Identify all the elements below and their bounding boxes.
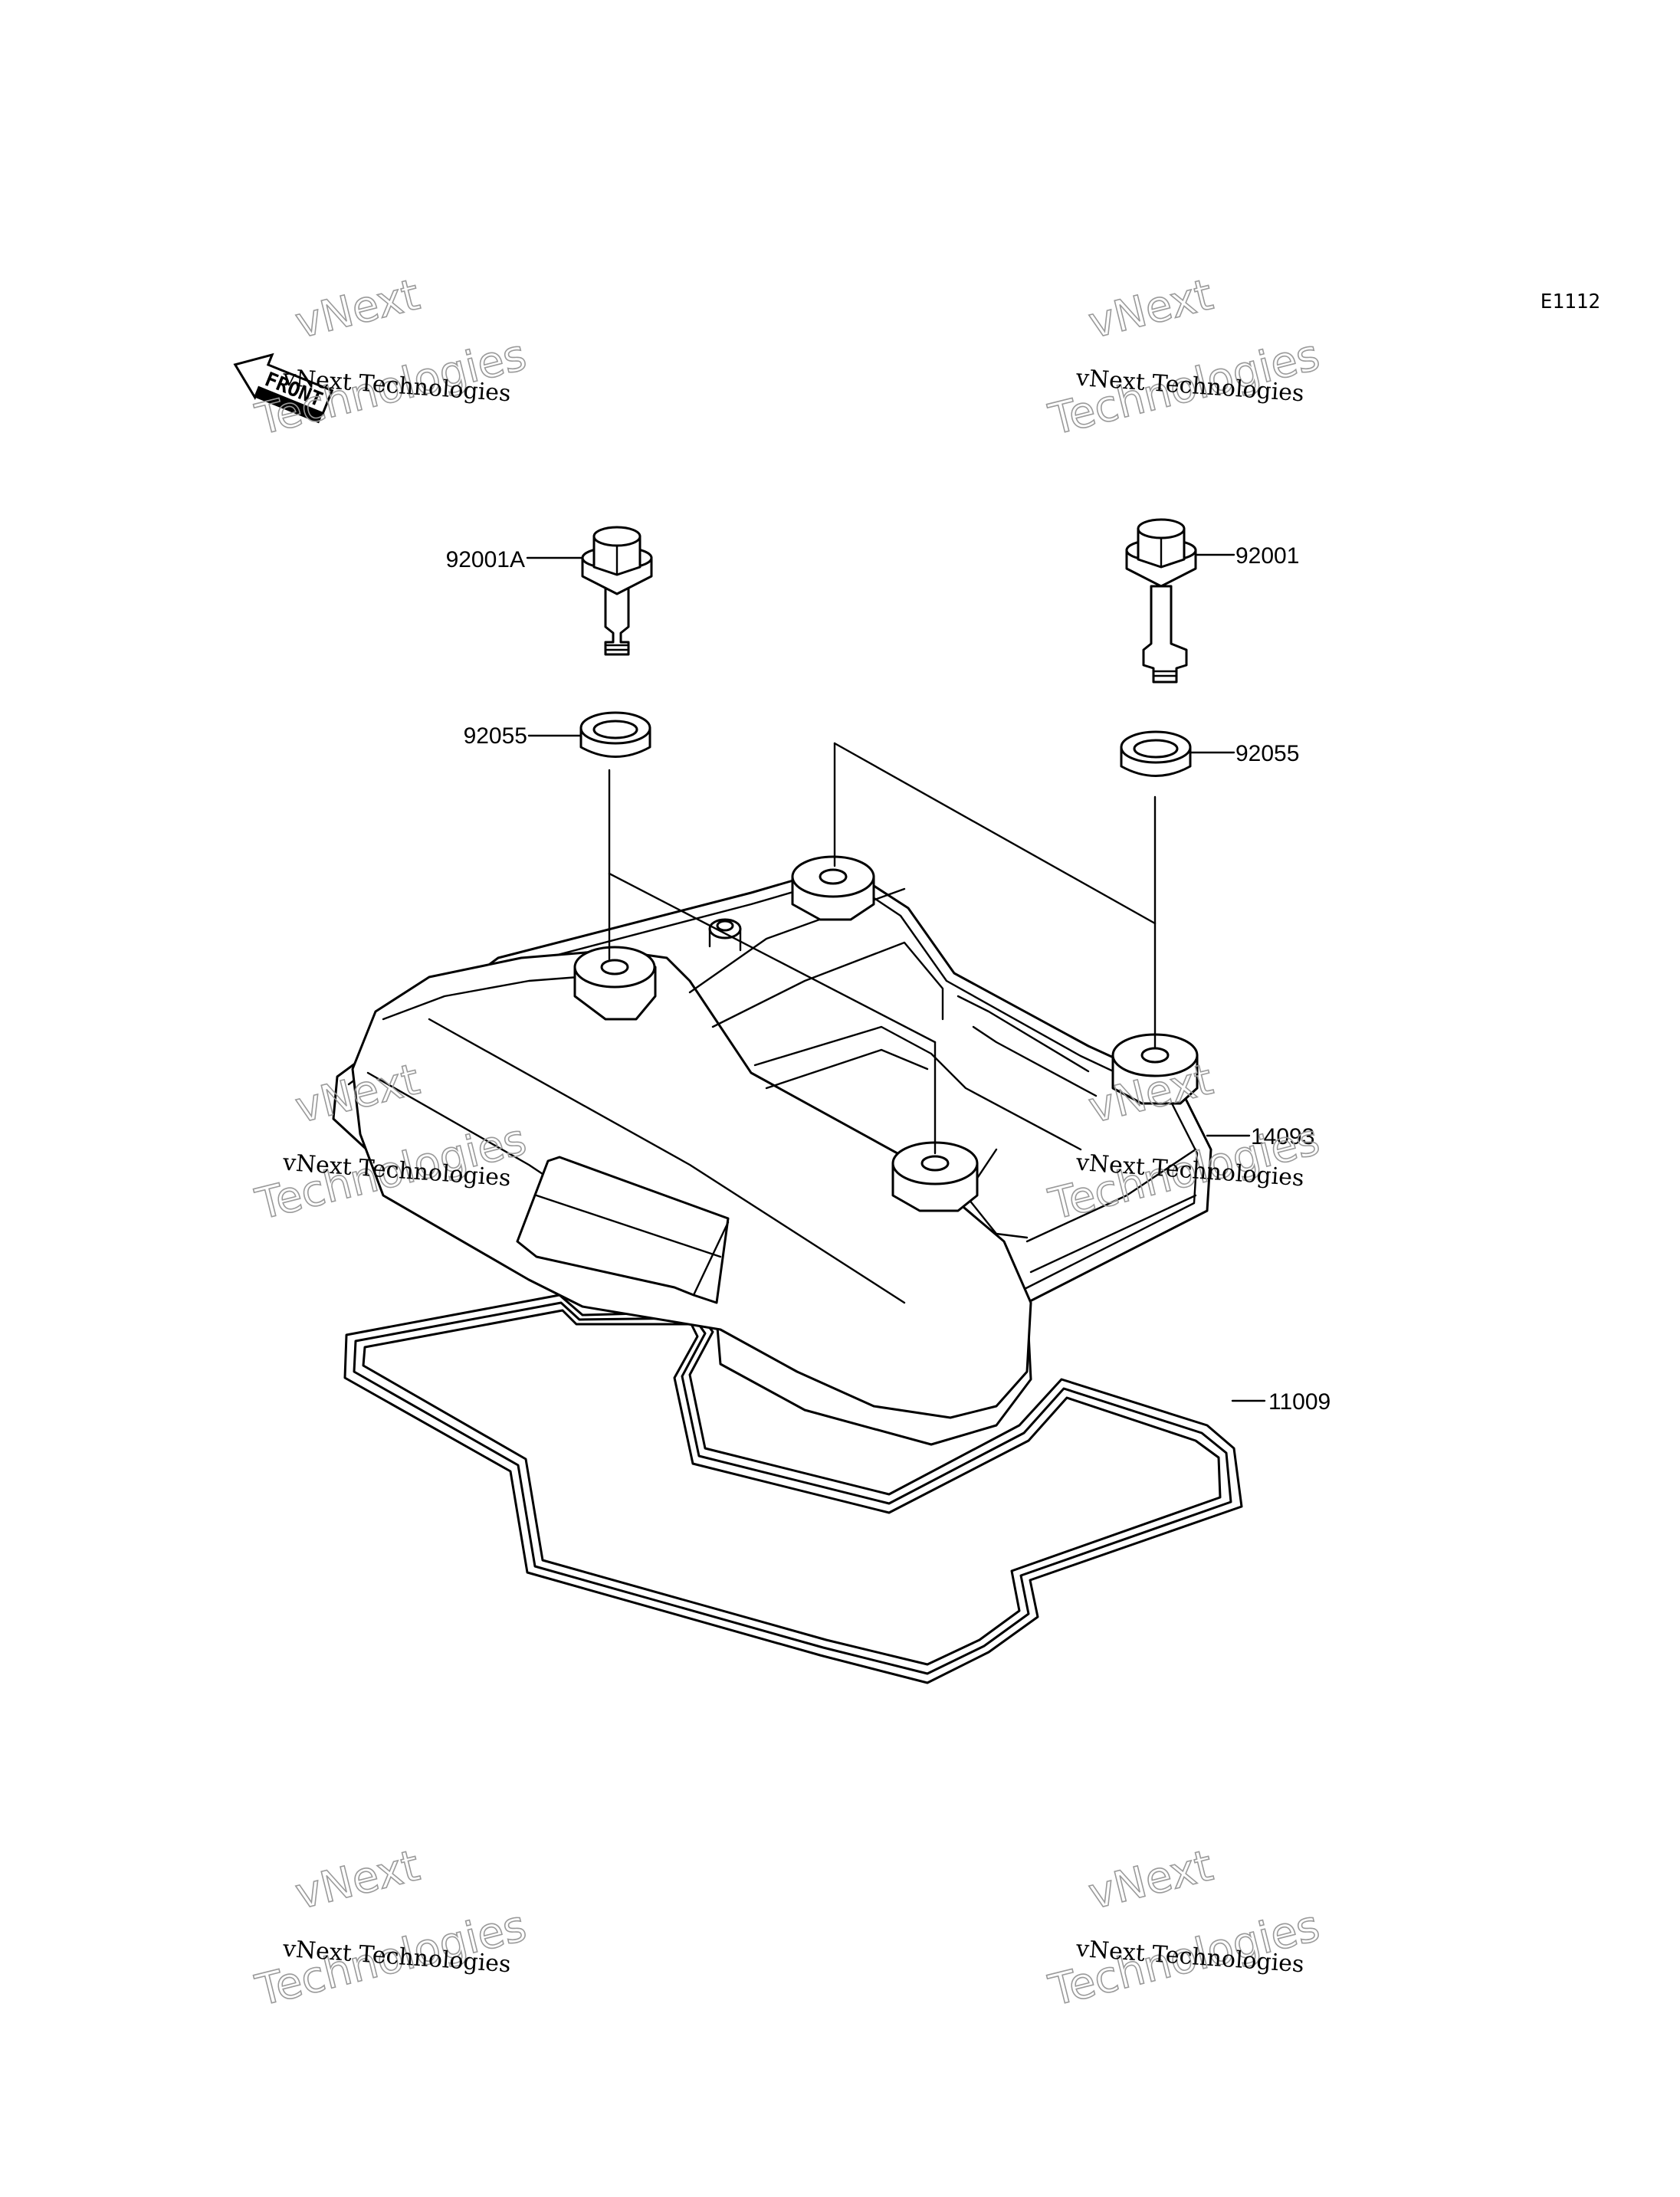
washer-92055-right	[1120, 730, 1192, 777]
cover-boss-front-left	[573, 946, 657, 1021]
svg-text:vNext: vNext	[290, 270, 424, 349]
part-label-14093: 14093	[1251, 1124, 1314, 1149]
washer-92055-left	[579, 711, 651, 758]
part-label-11009: 11009	[1268, 1389, 1331, 1415]
part-label-92055-left: 92055	[464, 723, 527, 749]
watermark-top-left: vNext Technologies vNext Technologies	[250, 269, 531, 446]
assembly-guide-lines	[608, 742, 1157, 1155]
svg-text:vNext: vNext	[290, 1841, 424, 1920]
bolt-92001A	[581, 526, 653, 656]
cylinder-head-cover-14093	[332, 864, 1212, 1446]
svg-text:vNext: vNext	[1084, 270, 1217, 349]
part-label-92001A: 92001A	[446, 547, 525, 572]
cover-boss-rear-right	[1111, 1033, 1199, 1105]
watermark-bottom-left: vNext Technologies vNext Technologies	[250, 1840, 531, 2017]
diagram-code: E1112	[1541, 290, 1600, 313]
cover-boss-rear-left	[791, 855, 875, 921]
cover-boss-front-right	[891, 1141, 979, 1212]
leader-lines	[526, 553, 1266, 1402]
watermark-bottom-right: vNext Technologies vNext Technologies	[1043, 1840, 1324, 2017]
part-label-92001: 92001	[1235, 543, 1299, 569]
svg-text:vNext: vNext	[1084, 1841, 1217, 1920]
part-label-92055-right: 92055	[1235, 741, 1299, 766]
watermark-top-right: vNext Technologies vNext Technologies	[1043, 269, 1324, 446]
bolt-92001	[1125, 518, 1197, 684]
